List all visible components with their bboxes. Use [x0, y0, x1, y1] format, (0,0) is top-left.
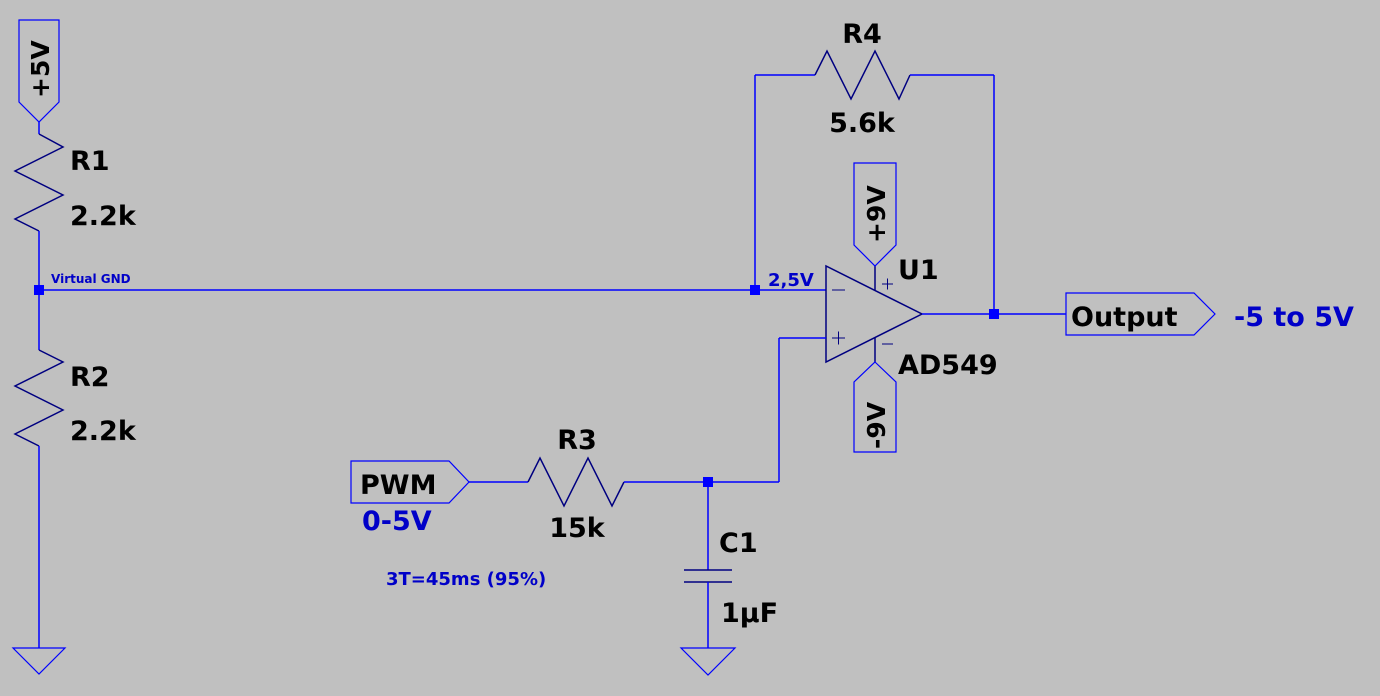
node-voltage-label: 2,5V: [768, 270, 814, 291]
flag-pwm-label: PWM: [360, 470, 436, 501]
flag-shape: [853, 361, 897, 453]
resistor-r1[interactable]: R1 2.2k: [13, 133, 137, 232]
pwm-range-label: 0-5V: [362, 506, 432, 537]
flag-output[interactable]: Output: [1065, 292, 1216, 336]
flag-minus-9v-label: -9V: [862, 401, 891, 449]
resistor-r1-symbol: [13, 133, 65, 232]
opamp-u1-value: AD549: [898, 350, 998, 381]
time-constant-note: 3T=45ms (95%): [386, 569, 546, 590]
flag-minus-9v[interactable]: -9V: [853, 361, 897, 453]
flag-plus-9v[interactable]: +9V: [853, 162, 897, 267]
resistor-r4-ref: R4: [842, 19, 882, 50]
resistor-r2-ref: R2: [70, 362, 110, 393]
opamp-u1[interactable]: U1 AD549: [825, 255, 998, 381]
resistor-r4[interactable]: R4 5.6k: [814, 19, 911, 139]
capacitor-c1-ref: C1: [719, 528, 758, 559]
flag-shape: [350, 460, 470, 504]
ground-symbol-left: [11, 647, 67, 675]
capacitor-c1[interactable]: C1 1µF: [684, 528, 778, 629]
flag-plus-5v-label: +5V: [26, 40, 55, 98]
resistor-r3-ref: R3: [557, 425, 597, 456]
ground-icon: [679, 647, 737, 676]
junction-dot: [34, 285, 44, 295]
resistor-r2[interactable]: R2 2.2k: [13, 349, 137, 447]
resistor-r1-ref: R1: [70, 146, 110, 177]
ground-symbol-cap: [679, 647, 737, 676]
virtual-gnd-label: Virtual GND: [51, 272, 131, 286]
opamp-symbol: [825, 264, 924, 364]
flag-plus-5v[interactable]: +5V: [18, 19, 60, 123]
flag-shape: [1065, 292, 1216, 336]
flag-shape: [18, 19, 60, 123]
resistor-r3-symbol: [527, 456, 625, 508]
flag-plus-9v-label: +9V: [862, 185, 891, 243]
resistor-r4-symbol: [814, 49, 911, 101]
opamp-u1-ref: U1: [898, 255, 939, 286]
flag-output-label: Output: [1071, 302, 1178, 333]
resistor-r3[interactable]: R3 15k: [527, 425, 625, 544]
resistor-r2-value: 2.2k: [70, 416, 137, 447]
ground-icon: [11, 647, 67, 675]
resistor-r4-value: 5.6k: [829, 108, 896, 139]
junction-dot: [750, 285, 760, 295]
flag-pwm[interactable]: PWM: [350, 460, 470, 504]
resistor-r2-symbol: [13, 349, 65, 447]
flag-shape: [853, 162, 897, 267]
resistor-r1-value: 2.2k: [70, 201, 137, 232]
junction-dot: [989, 309, 999, 319]
resistor-r3-value: 15k: [549, 513, 606, 544]
output-range-label: -5 to 5V: [1234, 302, 1354, 333]
capacitor-c1-value: 1µF: [721, 598, 778, 629]
